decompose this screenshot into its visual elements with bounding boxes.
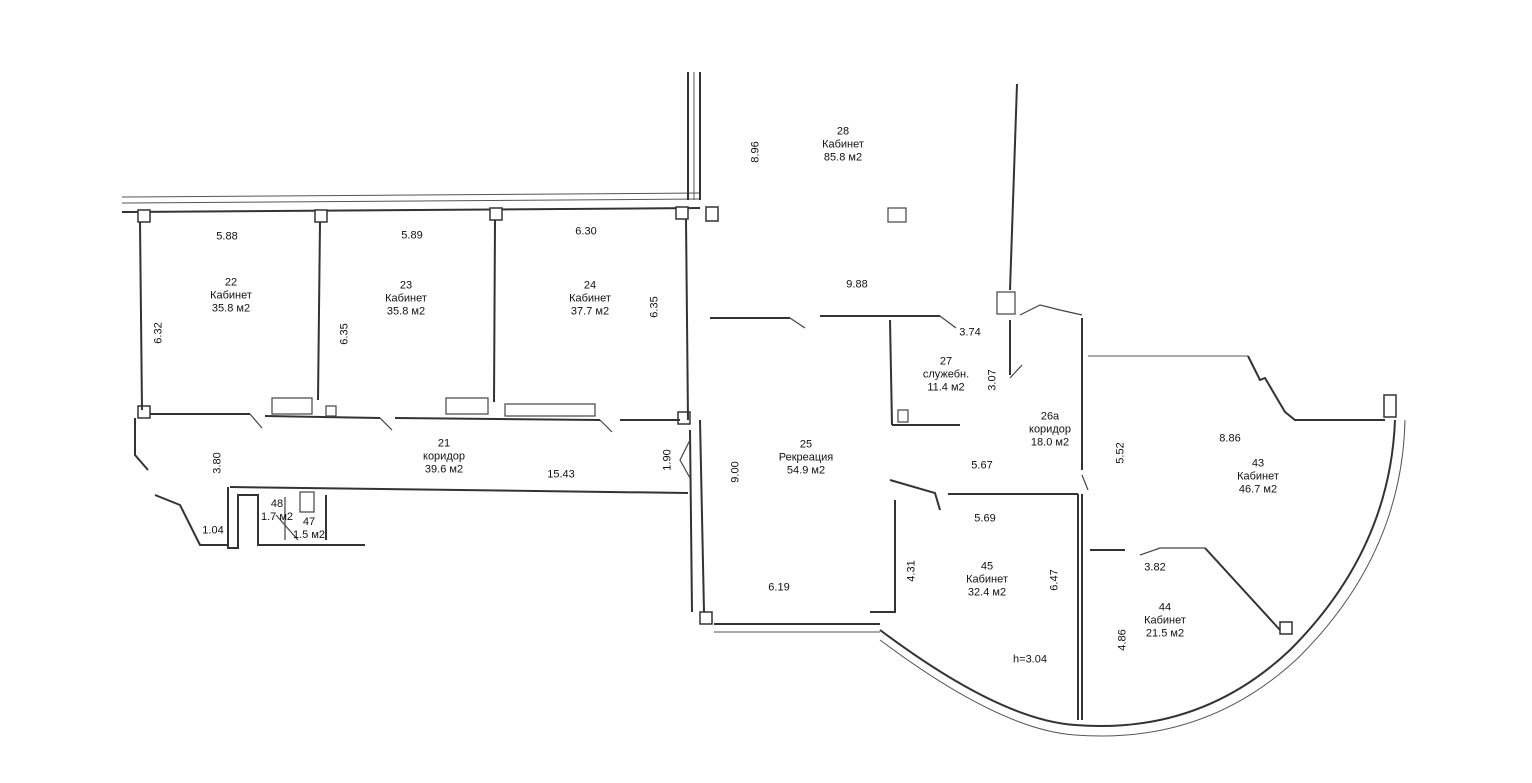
dimension-label: 4.86: [1116, 629, 1129, 651]
columns: [137, 206, 713, 625]
dimension-label: 9.00: [729, 461, 742, 483]
dimension-label: 15.43: [547, 468, 575, 481]
corridor-21-walls: [134, 418, 689, 549]
room-27-walls: [889, 319, 1023, 426]
dimension-label: 5.89: [401, 229, 423, 242]
ceiling-height-label: h=3.04: [1013, 653, 1047, 666]
dimension-label: 5.67: [971, 459, 993, 472]
dimension-label: 1.04: [202, 524, 224, 537]
dimension-label: 6.35: [338, 323, 351, 345]
dimension-label: 8.96: [749, 141, 762, 163]
dimension-label: 6.30: [575, 225, 597, 238]
dimension-label: 3.82: [1144, 561, 1166, 574]
dimension-label: 3.07: [986, 369, 999, 391]
room-26a-walls: [1019, 304, 1089, 720]
dimension-label: 6.32: [152, 322, 165, 344]
dimension-label: 6.47: [1048, 569, 1061, 591]
dimension-label: 3.80: [211, 452, 224, 474]
exterior-arc: [879, 394, 1406, 737]
dimension-label: 1.90: [661, 449, 674, 471]
dimension-label: 9.88: [846, 278, 868, 291]
dimension-label: 4.31: [905, 560, 918, 582]
exterior-wall-top: [121, 192, 701, 213]
dimension-label: 3.74: [959, 326, 981, 339]
room-45-44-walls: [1077, 494, 1293, 720]
dimension-label: 6.35: [648, 296, 661, 318]
room-43-walls: [1088, 355, 1385, 631]
dimension-label: 5.69: [974, 512, 996, 525]
dimension-label: 5.52: [1114, 442, 1127, 464]
room-28-walls: [687, 72, 1018, 329]
dimension-label: 6.19: [768, 581, 790, 594]
office-walls-22-24: [139, 218, 689, 433]
dimension-label: 5.88: [216, 230, 238, 243]
dimension-label: 8.86: [1219, 432, 1241, 445]
recreation-walls: [679, 419, 1078, 633]
